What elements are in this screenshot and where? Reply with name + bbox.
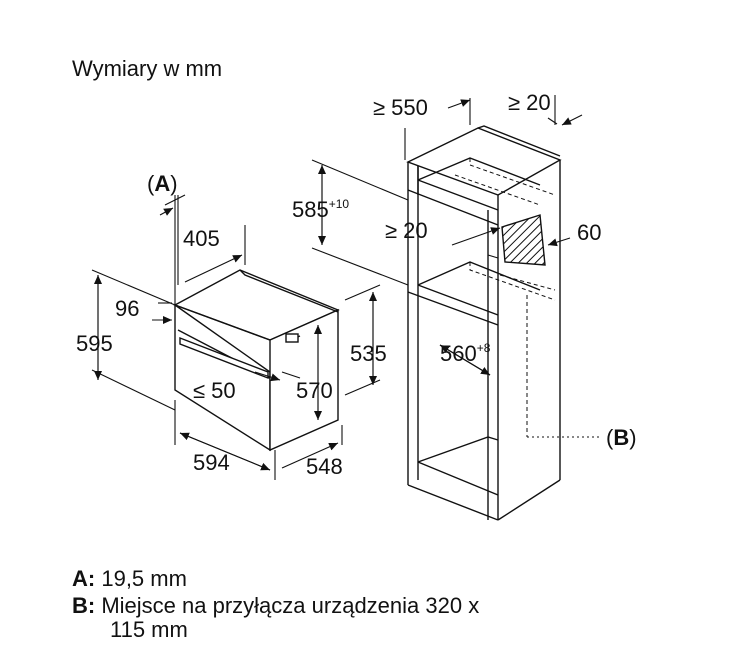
- legend-b: B: Miejsce na przyłącza urządzenia 320 x…: [72, 594, 479, 642]
- cabinet-drawing: [406, 125, 562, 521]
- dim-535-label: 535: [350, 341, 387, 366]
- dim-le50-label: ≤ 50: [193, 378, 236, 403]
- installation-drawing: (A) 405 96 595 ≤ 50 570 535 594 548 585+…: [76, 90, 637, 521]
- dim-96-label: 96: [115, 296, 139, 321]
- marker-a-label: (A): [147, 171, 178, 196]
- dim-ge20-mid-label: ≥ 20: [385, 218, 428, 243]
- legend-a-key: A:: [72, 566, 96, 591]
- legend-a-text: 19,5 mm: [101, 566, 187, 591]
- legend-b-text-cont: 115 mm: [110, 617, 188, 642]
- dim-ge20-top-label: ≥ 20: [508, 90, 551, 115]
- dim-560-label: 560+8: [440, 341, 491, 366]
- legend-a: A: 19,5 mm: [72, 567, 187, 591]
- dim-548-label: 548: [306, 454, 343, 479]
- dim-ge550-label: ≥ 550: [373, 95, 428, 120]
- dim-595-label: 595: [76, 331, 113, 356]
- dim-60-label: 60: [577, 220, 601, 245]
- dimension-lines: [91, 95, 602, 480]
- dim-570-label: 570: [296, 378, 333, 403]
- dim-594-label: 594: [193, 450, 230, 475]
- oven-drawing: [173, 269, 340, 452]
- diagram-title: Wymiary w mm: [72, 56, 223, 81]
- dim-585-label: 585+10: [292, 197, 349, 222]
- marker-b-label: (B): [606, 425, 637, 450]
- legend-b-text: Miejsce na przyłącza urządzenia 320 x: [101, 593, 480, 618]
- dim-405-label: 405: [183, 226, 220, 251]
- legend-b-key: B:: [72, 593, 96, 618]
